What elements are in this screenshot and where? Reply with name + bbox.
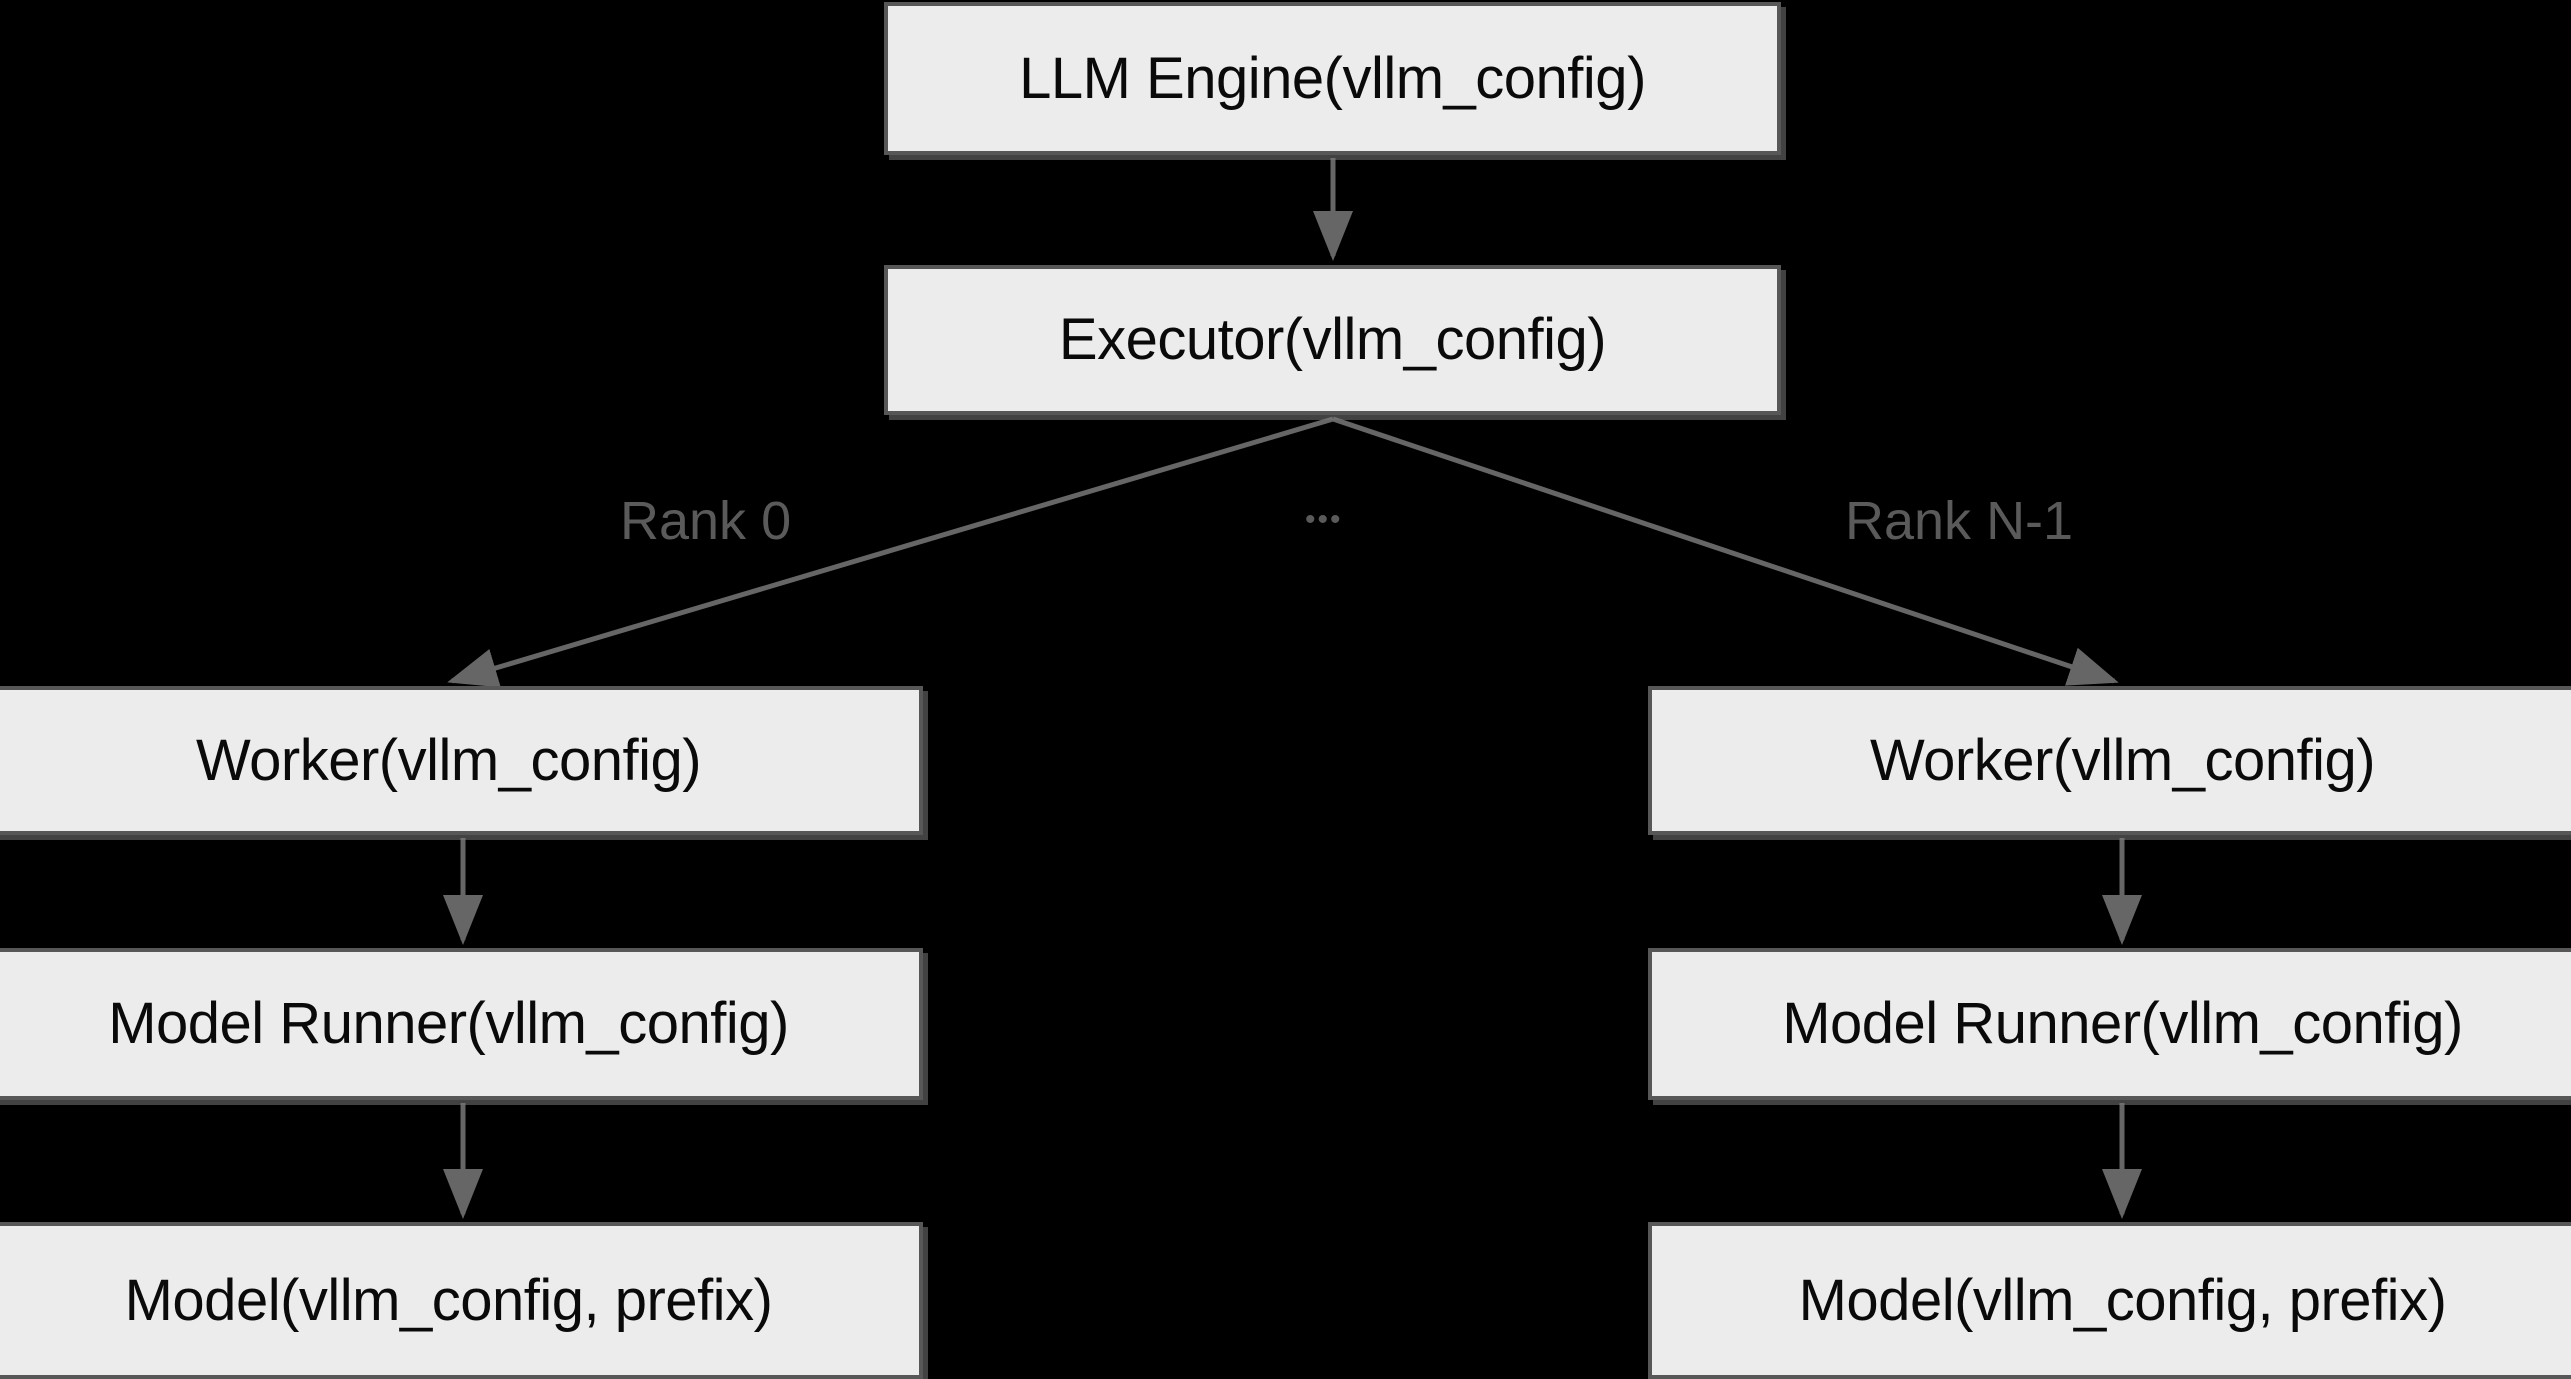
- node-model-rank-n-label: Model(vllm_config, prefix): [1798, 1267, 2447, 1333]
- edge-label-rank-0: Rank 0: [620, 491, 792, 551]
- node-model-rank-0[interactable]: Model(vllm_config, prefix): [0, 1222, 923, 1379]
- node-model-runner-rank-0-label: Model Runner(vllm_config): [108, 991, 789, 1056]
- node-model-runner-rank-n-label: Model Runner(vllm_config): [1782, 991, 2463, 1056]
- node-executor[interactable]: Executor(vllm_config): [884, 265, 1781, 415]
- node-worker-rank-n[interactable]: Worker(vllm_config): [1648, 686, 2571, 835]
- node-worker-rank-0[interactable]: Worker(vllm_config): [0, 686, 923, 835]
- node-model-runner-rank-0[interactable]: Model Runner(vllm_config): [0, 948, 923, 1100]
- edge-label-ellipsis: •••: [1305, 503, 1343, 536]
- node-llm-engine[interactable]: LLM Engine(vllm_config): [884, 2, 1781, 155]
- node-model-rank-0-label: Model(vllm_config, prefix): [124, 1267, 773, 1333]
- node-model-rank-n[interactable]: Model(vllm_config, prefix): [1648, 1222, 2571, 1379]
- edge-label-rank-n: Rank N-1: [1845, 491, 2074, 551]
- node-worker-rank-n-label: Worker(vllm_config): [1869, 727, 2376, 793]
- node-model-runner-rank-n[interactable]: Model Runner(vllm_config): [1648, 948, 2571, 1100]
- node-executor-label: Executor(vllm_config): [1058, 307, 1607, 372]
- node-llm-engine-label: LLM Engine(vllm_config): [1019, 45, 1646, 111]
- node-worker-rank-0-label: Worker(vllm_config): [195, 727, 702, 793]
- edge-executor-to-worker-0: [447, 416, 1334, 688]
